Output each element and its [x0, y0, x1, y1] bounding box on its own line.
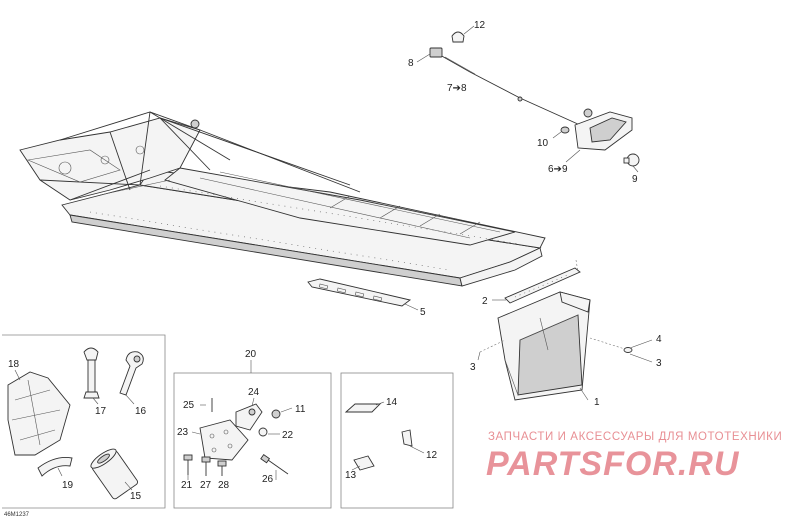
- callout-26: 26: [262, 474, 274, 485]
- callout-12-top: 12: [474, 20, 486, 31]
- callout-14: 14: [386, 397, 398, 408]
- callout-21: 21: [181, 480, 193, 491]
- watermark-logo: PARTSFOR.RU: [486, 445, 740, 483]
- part-2-flap-support: [492, 259, 581, 304]
- callout-3-left: 3: [470, 362, 476, 373]
- callout-11: 11: [295, 404, 306, 415]
- callout-25: 25: [183, 400, 195, 411]
- part-5-reinforcement-strip: [307, 278, 419, 311]
- stickers-box: [340, 372, 454, 509]
- watermark: ЗАПЧАСТИ И АКСЕССУАРЫ ДЛЯ МОТОТЕХНИКИ PA…: [486, 431, 782, 483]
- callout-27: 27: [200, 480, 212, 491]
- callout-7: 7➔8: [447, 83, 467, 94]
- callout-10: 10: [537, 138, 549, 149]
- callout-8: 8: [408, 58, 414, 69]
- watermark-tagline: ЗАПЧАСТИ И АКСЕССУАРЫ ДЛЯ МОТОТЕХНИКИ: [488, 431, 782, 443]
- chassis-frame: [19, 111, 546, 287]
- callout-3-right: 3: [656, 358, 662, 369]
- callout-18: 18: [8, 359, 20, 370]
- callout-12-sticker: 12: [426, 450, 438, 461]
- callout-24: 24: [248, 387, 260, 398]
- callout-20: 20: [245, 349, 257, 360]
- callout-16: 16: [135, 406, 147, 417]
- callout-22: 22: [282, 430, 294, 441]
- callout-2: 2: [482, 296, 488, 307]
- callout-1: 1: [594, 397, 600, 408]
- callout-9: 9: [632, 174, 638, 185]
- drawing-code: 46M1237: [4, 512, 30, 518]
- callout-17: 17: [95, 406, 107, 417]
- callout-13: 13: [345, 470, 357, 481]
- bracket-kit-box: [173, 360, 332, 509]
- callout-6: 6➔9: [548, 164, 568, 175]
- callout-15: 15: [130, 491, 142, 502]
- callout-labels: 1 2 3 3 4 5 6➔9 7➔8 8 9 10 11 12 12 13 1…: [8, 20, 662, 502]
- callout-19: 19: [62, 480, 74, 491]
- callout-4: 4: [656, 334, 662, 345]
- callout-28: 28: [218, 480, 230, 491]
- callout-23: 23: [177, 427, 189, 438]
- part-1-snow-flap: [477, 291, 653, 401]
- callout-5: 5: [420, 307, 426, 318]
- tail-light-assembly: [416, 25, 640, 173]
- tools-box: [2, 334, 166, 509]
